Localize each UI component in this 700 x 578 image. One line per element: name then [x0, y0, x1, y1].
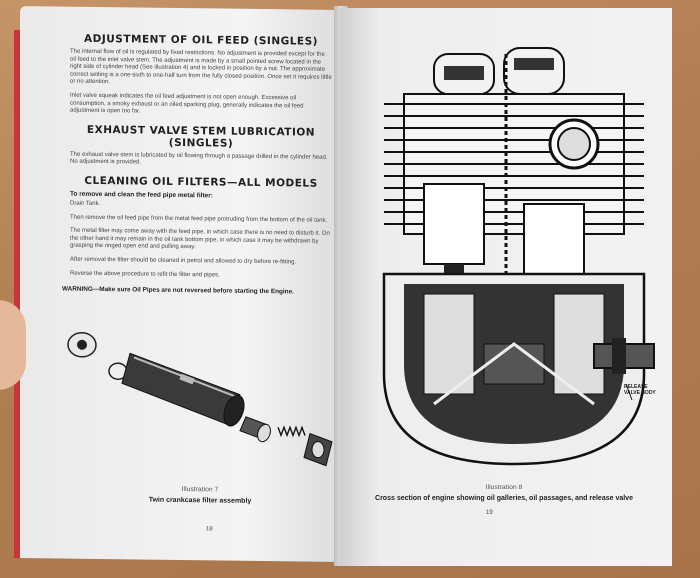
heading-oil-feed: ADJUSTMENT OF OIL FEED (SINGLES)	[84, 32, 318, 48]
engine-cross-section-illustration	[382, 47, 655, 466]
heading-exhaust-valve: EXHAUST VALVE STEM LUBRICATION (SINGLES)	[86, 123, 316, 150]
end-cap-part	[303, 432, 333, 467]
book-cover-edge	[14, 30, 22, 558]
paragraph-oil-feed-1: The internal flow of oil is regulated by…	[70, 48, 332, 86]
illustration-7-title: Twin crankcase filter assembly	[148, 496, 252, 505]
right-page: RELEASE VALVE BODY Illustration 8 Cross …	[340, 8, 672, 566]
nut-part	[67, 332, 97, 358]
left-page-text: ADJUSTMENT OF OIL FEED (SINGLES) The int…	[62, 32, 332, 296]
paragraph-exhaust-valve: The exhaust valve stem is lubricated by …	[70, 151, 328, 166]
hand-holding-book	[0, 300, 26, 390]
release-valve-callout: RELEASE VALVE BODY	[624, 384, 656, 396]
illustration-8-label: Illustration 8	[485, 484, 523, 491]
warning-text: WARNING—Make sure Oil Pipes are not reve…	[62, 285, 294, 296]
left-page: ADJUSTMENT OF OIL FEED (SINGLES) The int…	[20, 6, 342, 562]
page-number-right: 19	[486, 510, 493, 516]
spring-part	[277, 425, 306, 438]
paragraph-metal-filter: The metal filter may come away with the …	[70, 227, 330, 251]
illustration-7-label: Illustration 7	[181, 486, 219, 494]
paragraph-clean-filter: After removal the filter should be clean…	[70, 256, 297, 266]
crankcase	[382, 272, 646, 466]
rocker-box-right	[503, 47, 565, 95]
page-number-left: 18	[206, 526, 213, 533]
illustration-8-title: Cross section of engine showing oil gall…	[375, 495, 633, 502]
subheading-remove-filter: To remove and clean the feed pipe metal …	[70, 190, 213, 200]
filter-assembly-illustration	[67, 332, 333, 467]
heading-cleaning-filters: CLEANING OIL FILTERS—ALL MODELS	[84, 174, 318, 190]
paragraph-remove-pipe: Then remove the oil feed pipe from the m…	[70, 214, 328, 224]
rocker-box-left	[433, 53, 495, 95]
filter-pipe-part	[121, 352, 245, 427]
illustration-8-caption: Illustration 8 Cross section of engine s…	[364, 484, 644, 502]
illustration-7-caption: Illustration 7 Twin crankcase filter ass…	[100, 485, 300, 505]
paragraph-drain-tank: Drain Tank.	[70, 200, 101, 207]
union-fitting-part	[239, 416, 271, 443]
release-valve	[593, 338, 655, 401]
paragraph-oil-feed-2: Inlet valve squeak indicates the oil fee…	[70, 92, 304, 115]
exhaust-port	[548, 118, 600, 170]
paragraph-refit: Reverse the above procedure to refit the…	[70, 270, 220, 278]
